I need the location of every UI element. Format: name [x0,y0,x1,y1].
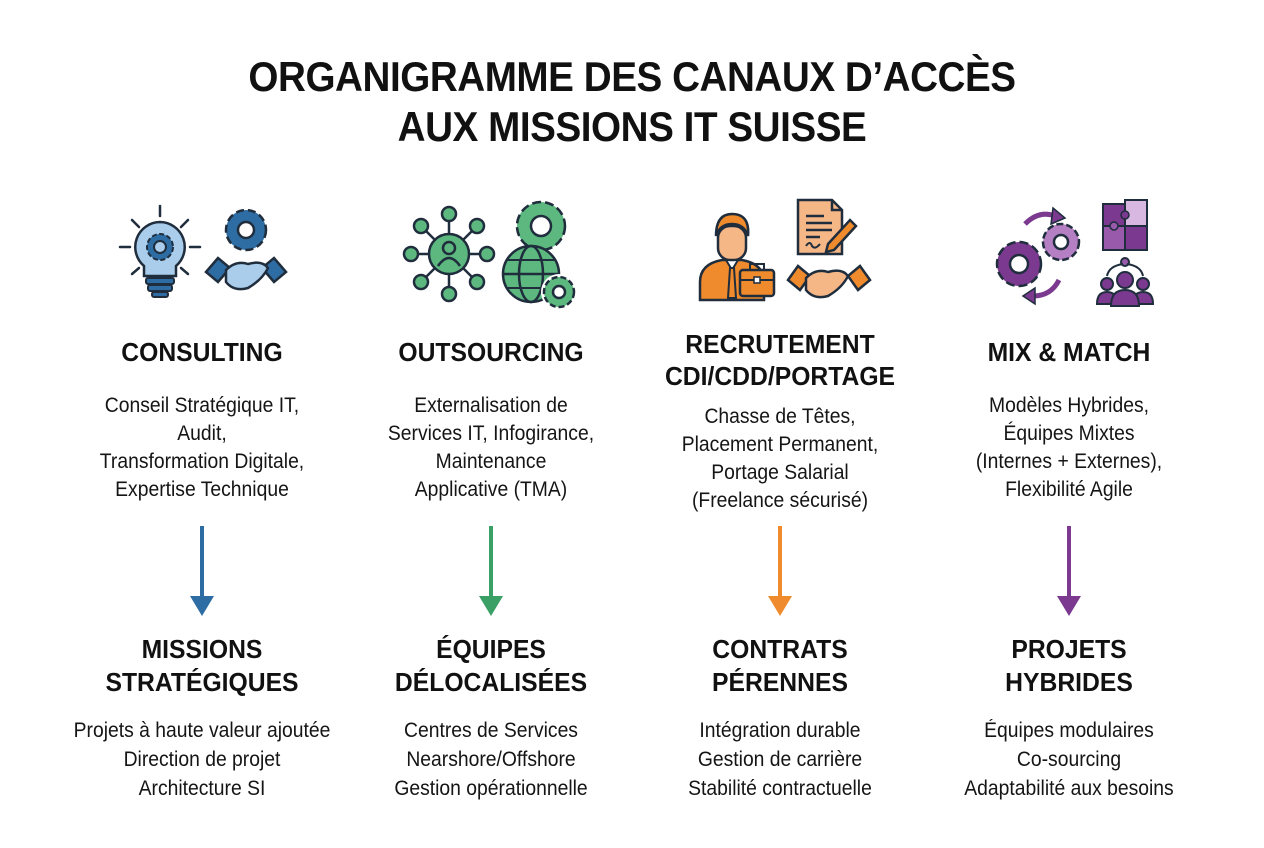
channel-description: Modèles Hybrides, Équipes Mixtes (Intern… [975,394,1163,501]
title-line-1: ORGANIGRAMME DES CANAUX D’ACCÈS [248,53,1016,100]
outcome-title: ÉQUIPES DÉLOCALISÉES [394,634,588,697]
outcome-description: Équipes modulaires Co-sourcing Adaptabil… [964,719,1174,800]
outcome-title: PROJETS HYBRIDES [1005,634,1133,697]
channel-description: Chasse de Têtes, Placement Permanent, Po… [681,405,879,512]
channel-title: OUTSOURCING [398,337,584,367]
outcome-description: Centres de Services Nearshore/Offshore G… [394,719,588,800]
arrow-down-icon [190,526,214,616]
channel-mix-match: MIX & MATCH Modèles Hybrides, Équipes Mi… [919,0,1219,848]
arrow-down-icon [768,526,792,616]
channel-description: Externalisation de Services IT, Infogira… [387,394,595,501]
outcome-title: MISSIONS STRATÉGIQUES [105,634,299,697]
channel-recrutement: RECRUTEMENT CDI/CDD/PORTAGE Chasse de Tê… [630,0,930,848]
page-title: ORGANIGRAMME DES CANAUX D’ACCÈS AUX MISS… [51,52,1214,152]
lightbulb-gear-handshake-icon [102,192,302,312]
gears-puzzle-team-icon [969,192,1169,312]
network-globe-gears-icon [391,192,591,312]
outcome-title: CONTRATS PÉRENNES [712,634,848,697]
channel-description: Conseil Stratégique IT, Audit, Transform… [99,394,305,501]
channel-consulting: CONSULTING Conseil Stratégique IT, Audit… [52,0,352,848]
channel-outsourcing: OUTSOURCING Externalisation de Services … [341,0,641,848]
title-line-2: AUX MISSIONS IT SUISSE [397,103,867,150]
channel-title: RECRUTEMENT CDI/CDD/PORTAGE [664,329,896,391]
arrow-down-icon [1057,526,1081,616]
arrow-down-icon [479,526,503,616]
outcome-description: Projets à haute valeur ajoutée Direction… [73,719,331,800]
channel-title: MIX & MATCH [987,337,1151,367]
outcome-description: Intégration durable Gestion de carrière … [688,719,872,800]
recruiter-contract-handshake-icon [680,192,880,312]
channel-title: CONSULTING [121,337,283,367]
